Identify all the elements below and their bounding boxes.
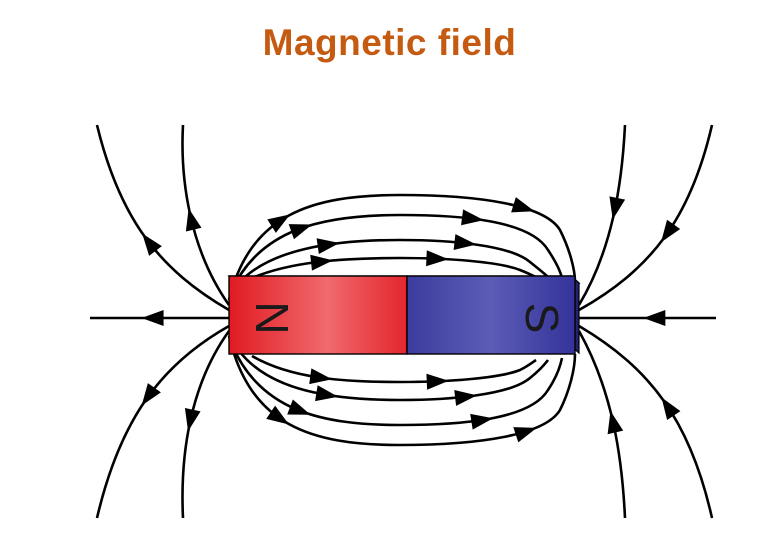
arrowhead-icon	[454, 389, 478, 406]
south-pole	[406, 275, 576, 355]
field-line	[578, 324, 714, 519]
arrowhead-icon	[266, 405, 289, 425]
arrowhead-icon	[310, 254, 333, 271]
arrowhead-icon	[607, 410, 624, 435]
arrowhead-icon	[426, 250, 449, 267]
arrowhead-icon	[309, 368, 333, 385]
arrowhead-icon	[185, 208, 202, 232]
arrowhead-icon	[141, 310, 164, 326]
south-pole-label: S	[516, 303, 568, 334]
field-line	[95, 324, 230, 519]
diagram-title: Magnetic field	[262, 22, 517, 63]
field-line	[578, 124, 714, 312]
field-line	[227, 193, 577, 301]
arrowhead-icon	[184, 408, 201, 432]
field-line	[230, 344, 564, 427]
arrowhead-icon	[288, 224, 313, 240]
arrowhead-icon	[141, 383, 161, 406]
arrowhead-icon	[267, 214, 291, 233]
arrowhead-icon	[315, 385, 339, 402]
arrowhead-icon	[142, 233, 162, 256]
arrowhead-icon	[643, 310, 666, 326]
field-line	[95, 124, 230, 312]
arrowhead-icon	[453, 234, 477, 250]
arrowhead-icon	[513, 427, 537, 443]
field-line	[230, 213, 564, 291]
arrowhead-icon	[316, 238, 340, 255]
arrowhead-icon	[461, 209, 484, 226]
arrowhead-icon	[511, 197, 535, 213]
arrowhead-icon	[287, 399, 311, 415]
arrowhead-icon	[470, 413, 494, 430]
arrowhead-icon	[661, 397, 681, 421]
field-line	[239, 238, 549, 283]
field-line	[577, 124, 627, 306]
arrowhead-icon	[609, 196, 626, 220]
bar-magnet: N S	[227, 274, 581, 355]
north-pole-label: N	[246, 301, 298, 334]
field-arrowheads	[141, 196, 681, 443]
arrowhead-icon	[660, 219, 681, 243]
field-line	[251, 256, 537, 280]
field-line	[251, 354, 537, 384]
arrowhead-icon	[426, 373, 449, 390]
field-line	[238, 351, 550, 402]
